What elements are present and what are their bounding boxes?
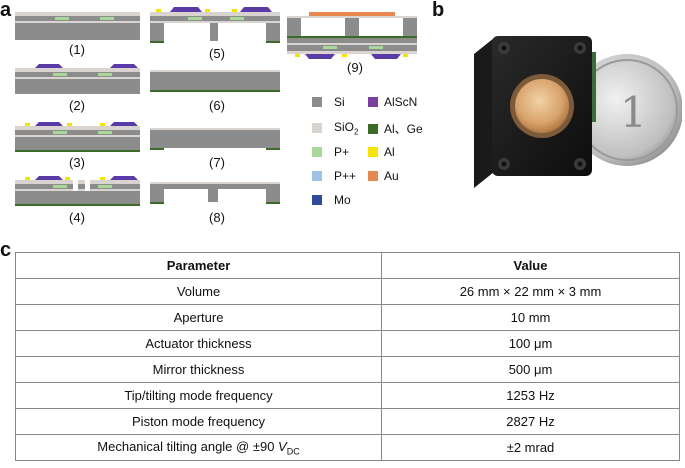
legend-label-p-plus: P+ (334, 145, 350, 159)
table-header-row: Parameter Value (15, 252, 680, 279)
coin (571, 54, 682, 166)
legend-swatch-mo (312, 195, 322, 205)
value-cell: 1253 Hz (381, 382, 680, 409)
table-row: Aperture 10 mm (15, 304, 680, 331)
legend-label-si: Si (334, 95, 345, 109)
device-photo: 1 (452, 2, 682, 224)
legend-swatch-al-ge (368, 123, 378, 134)
step-label-8: (8) (209, 210, 225, 225)
panel-a-letter: a (0, 0, 12, 21)
table-row: Piston mode frequency 2827 Hz (15, 408, 680, 435)
process-step-1-diagram (15, 12, 140, 40)
legend-item-al-ge: Al、Ge (368, 120, 423, 137)
param-cell: Mechanical tilting angle @ ±90 VDC (15, 434, 382, 461)
legend-swatch-p-plus-plus (312, 171, 322, 181)
legend-item-si: Si (312, 95, 345, 109)
legend-swatch-au (368, 171, 378, 181)
value-cell: 100 μm (381, 330, 680, 357)
param-cell: Tip/tilting mode frequency (15, 382, 382, 409)
table-row: Mechanical tilting angle @ ±90 VDC ±2 mr… (15, 434, 680, 461)
legend-label-mo: Mo (334, 193, 351, 207)
step-label-1: (1) (69, 42, 85, 57)
step-label-7: (7) (209, 155, 225, 170)
param-cell: Volume (15, 278, 382, 305)
legend-swatch-p-plus (312, 147, 322, 157)
step-label-2: (2) (69, 98, 85, 113)
legend-swatch-si (312, 97, 322, 107)
process-step-4-diagram (15, 176, 140, 206)
step-label-3: (3) (69, 155, 85, 170)
param-cell: Mirror thickness (15, 356, 382, 383)
column-header-value: Value (381, 252, 680, 279)
process-step-6-diagram (150, 70, 280, 92)
process-step-7-diagram (150, 128, 280, 150)
step-label-4: (4) (69, 210, 85, 225)
table-row: Mirror thickness 500 μm (15, 356, 680, 383)
legend-label-p-plus-plus: P++ (334, 169, 357, 183)
legend-item-alscn: AlScN (368, 95, 417, 109)
panel-b-letter: b (432, 0, 445, 21)
step-label-5: (5) (209, 46, 225, 61)
value-cell: 2827 Hz (381, 408, 680, 435)
value-cell: 500 μm (381, 356, 680, 383)
panel-c-letter: c (0, 239, 12, 261)
table-row: Actuator thickness 100 μm (15, 330, 680, 357)
svg-text:1: 1 (620, 88, 647, 137)
legend-label-al-ge: Al、Ge (384, 122, 423, 136)
process-step-2-diagram (15, 64, 140, 94)
process-step-3-diagram (15, 122, 140, 152)
value-cell: 10 mm (381, 304, 680, 331)
gold-mirror (515, 79, 569, 133)
legend-item-sio2: SiO2 (312, 120, 358, 136)
legend-swatch-al (368, 147, 378, 157)
legend-item-mo: Mo (312, 193, 351, 207)
value-cell: ±2 mrad (381, 434, 680, 461)
process-step-9-diagram (287, 12, 417, 59)
legend-item-p-plus: P+ (312, 145, 349, 159)
legend-label-alscn: AlScN (384, 95, 418, 109)
table-row: Volume 26 mm × 22 mm × 3 mm (15, 278, 680, 305)
step-label-6: (6) (209, 98, 225, 113)
param-cell: Piston mode frequency (15, 408, 382, 435)
legend-item-au: Au (368, 169, 399, 183)
process-step-5-diagram (150, 7, 280, 43)
step-label-9: (9) (347, 60, 363, 75)
legend-label-sio2: SiO2 (334, 120, 359, 137)
process-step-8-diagram (150, 182, 280, 204)
legend-label-au: Au (384, 169, 399, 183)
param-cell: Aperture (15, 304, 382, 331)
legend-swatch-sio2 (312, 123, 322, 134)
legend-label-al: Al (384, 145, 395, 159)
table-row: Tip/tilting mode frequency 1253 Hz (15, 382, 680, 409)
legend-item-p-plus-plus: P++ (312, 169, 356, 183)
column-header-parameter: Parameter (15, 252, 382, 279)
legend-swatch-alscn (368, 97, 378, 107)
parameter-table: Parameter Value Volume 26 mm × 22 mm × 3… (15, 252, 680, 461)
value-cell: 26 mm × 22 mm × 3 mm (381, 278, 680, 305)
legend-item-al: Al (368, 145, 395, 159)
param-cell: Actuator thickness (15, 330, 382, 357)
